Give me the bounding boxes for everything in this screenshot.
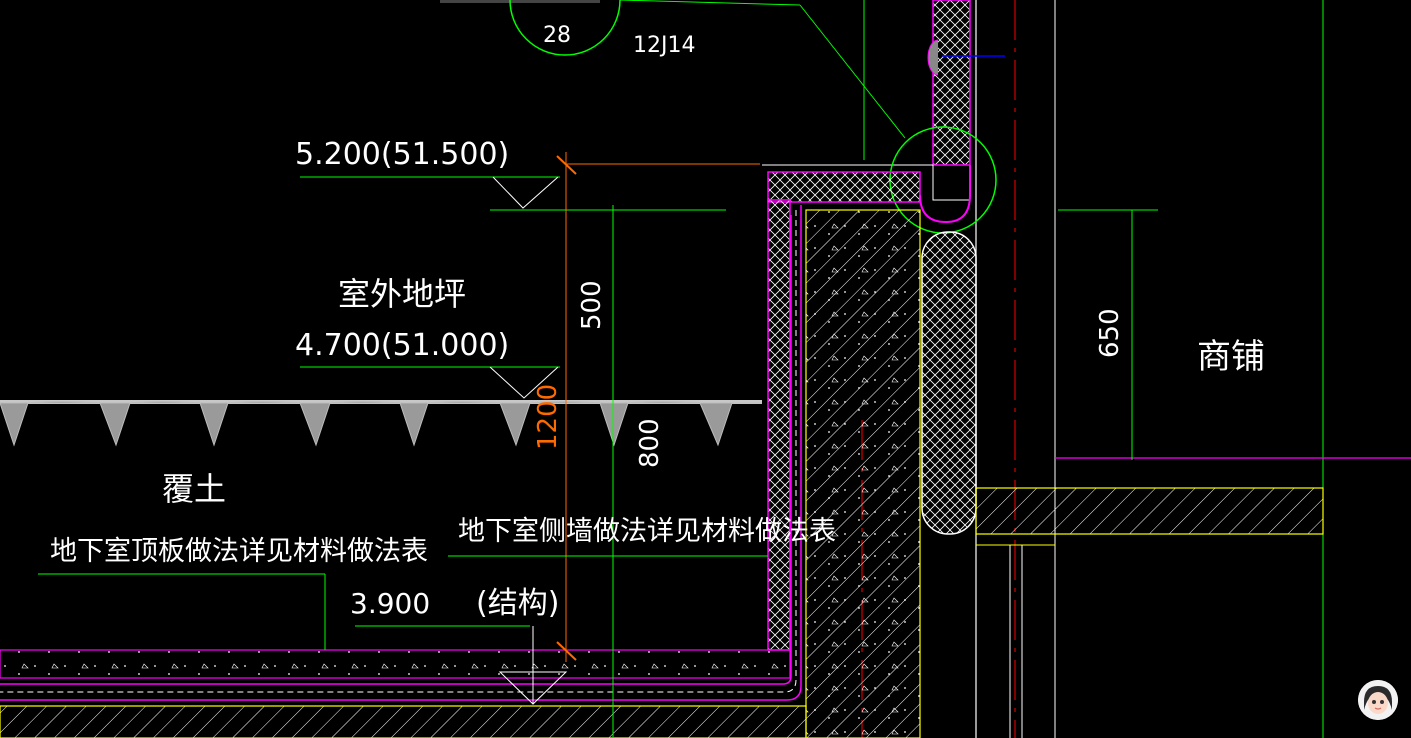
concrete-aggregate xyxy=(806,210,920,738)
dim-500: 500 xyxy=(577,280,607,330)
floor-slab xyxy=(975,487,1324,535)
side-wall-protection-layer xyxy=(767,199,791,651)
shop-label: 商铺 xyxy=(1197,337,1265,377)
detail-index-circle xyxy=(509,0,621,56)
waterproof-membrane-outer xyxy=(0,205,802,701)
waterproof-membrane-inner xyxy=(0,215,792,685)
assistant-avatar-icon[interactable] xyxy=(1358,680,1398,720)
dim-1200: 1200 xyxy=(533,384,563,450)
elevation-top: 5.200(51.500) xyxy=(295,137,509,172)
elevation-structure: 3.900 xyxy=(350,587,430,620)
top-toolbar-strip xyxy=(440,0,600,3)
side-wall-note: 地下室侧墙做法详见材料做法表 xyxy=(458,516,836,547)
flashing-curve xyxy=(919,165,971,224)
dim-800: 800 xyxy=(635,418,665,468)
detail-atlas: 12J14 xyxy=(633,33,695,58)
dim-tick-bottom xyxy=(556,641,577,661)
insulation-column xyxy=(921,231,977,535)
roof-slab-note: 地下室顶板做法详见材料做法表 xyxy=(50,536,428,567)
dim-tick-top xyxy=(556,155,577,175)
soil-label: 覆土 xyxy=(162,470,226,508)
roof-slab-protection-layer xyxy=(0,649,791,679)
structure-note: (结构) xyxy=(476,586,559,621)
index-leader-diagonal xyxy=(799,4,906,139)
elevation-outdoor: 4.700(51.000) xyxy=(295,328,509,363)
drip-detail xyxy=(927,39,939,76)
detail-number: 28 xyxy=(543,23,571,48)
upper-wall-insulation xyxy=(932,0,971,166)
outdoor-floor-label: 室外地坪 xyxy=(338,275,466,313)
index-leader-line xyxy=(619,0,801,6)
parapet-protection-layer xyxy=(767,171,921,203)
dim-650: 650 xyxy=(1095,308,1125,358)
level-symbol-top xyxy=(492,176,559,209)
soil-symbol xyxy=(0,401,762,447)
waterproof-membrane-dashed xyxy=(0,210,797,693)
roof-slab-concrete xyxy=(0,705,807,738)
level-symbol-outdoor xyxy=(489,366,559,399)
